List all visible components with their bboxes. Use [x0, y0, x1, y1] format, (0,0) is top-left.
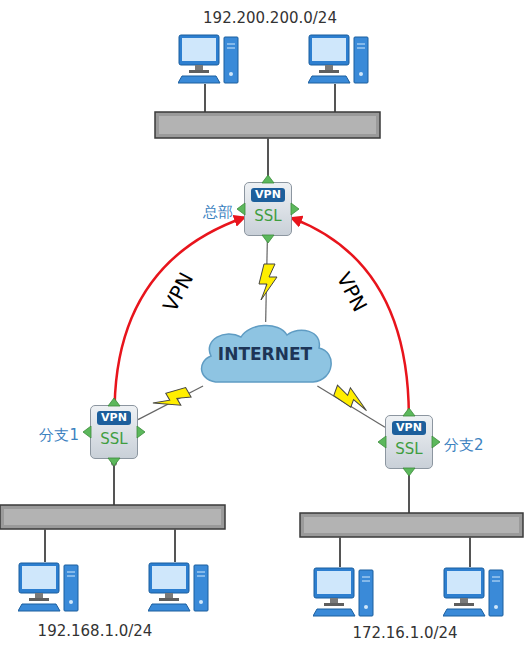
lan-wire	[174, 529, 176, 562]
lan-wire	[339, 537, 341, 567]
internet-cloud: INTERNET	[195, 322, 335, 386]
device-type: SSL	[100, 429, 127, 449]
pc-icon	[443, 568, 503, 616]
lan-switch-bar	[304, 517, 519, 533]
lan-switch-bar	[300, 513, 523, 537]
pc-icon	[148, 563, 208, 611]
vpn-tunnel-arrow	[292, 218, 409, 415]
lan-wire	[204, 84, 206, 112]
lan-wire	[469, 537, 471, 567]
lan-switch-bar	[0, 505, 225, 529]
lan-switch-bar	[4, 509, 221, 525]
lan-switch-bar	[155, 112, 380, 138]
port-arrow	[378, 436, 386, 448]
port-arrow	[108, 398, 120, 406]
vpn-device: 分支2VPNSSL	[385, 415, 433, 469]
device-badge: VPN	[97, 411, 131, 425]
port-arrow	[262, 235, 274, 243]
lan-wire	[44, 529, 46, 562]
lightning-bolt	[152, 383, 192, 417]
port-arrow	[137, 426, 145, 438]
vpn-device: 总部VPNSSL	[244, 182, 292, 236]
device-type: SSL	[395, 439, 422, 459]
site-name: 分支2	[444, 436, 484, 455]
pc-icon	[313, 568, 373, 616]
device-badge: VPN	[251, 188, 285, 202]
vpn-device: 分支1VPNSSL	[90, 405, 138, 459]
site-name: 分支1	[39, 426, 79, 445]
lan-wire	[334, 84, 336, 112]
port-arrow	[403, 408, 415, 416]
site-name: 总部	[203, 203, 233, 222]
port-arrow	[262, 175, 274, 183]
lightning-bolt	[332, 383, 372, 412]
port-arrow	[108, 458, 120, 466]
cloud-label: INTERNET	[195, 322, 335, 386]
edge-label: VPN	[158, 268, 198, 315]
port-arrow	[403, 468, 415, 476]
edge-label: VPN	[332, 268, 372, 315]
port-arrow	[83, 426, 91, 438]
subnet-label: 192.200.200.0/24	[203, 9, 337, 27]
port-arrow	[237, 203, 245, 215]
port-arrow	[432, 436, 440, 448]
device-type: SSL	[254, 206, 281, 226]
device-badge: VPN	[392, 421, 426, 435]
subnet-label: 172.16.1.0/24	[352, 624, 457, 642]
pc-icon	[308, 35, 368, 83]
lan-switch-bar	[159, 116, 376, 134]
pc-icon	[18, 563, 78, 611]
pc-icon	[178, 35, 238, 83]
lightning-bolt	[259, 264, 277, 300]
port-arrow	[291, 203, 299, 215]
subnet-label: 192.168.1.0/24	[38, 622, 153, 640]
